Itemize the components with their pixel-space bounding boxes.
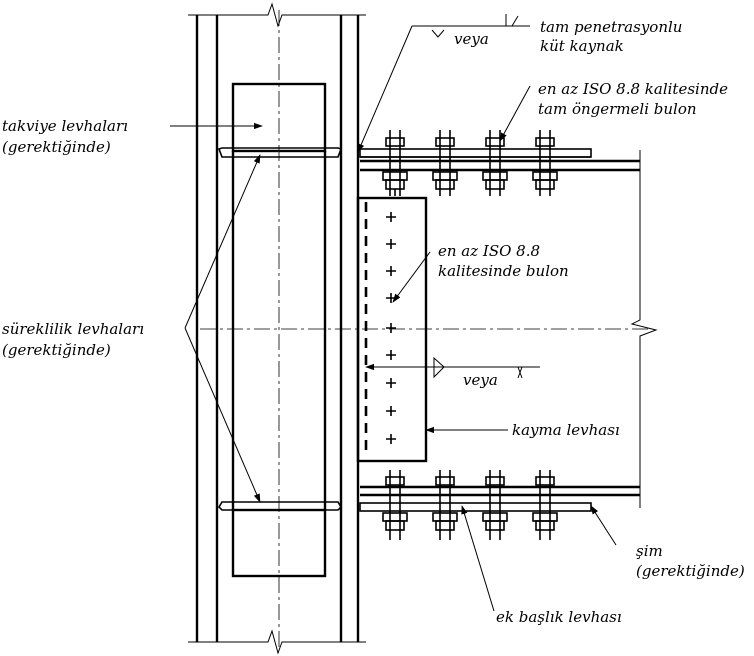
column — [188, 2, 366, 655]
web-bolts — [386, 212, 396, 444]
leader-shim — [590, 505, 617, 546]
label-flange-splice-plate: ek başlık levhası — [496, 608, 622, 626]
continuity-plates — [217, 147, 343, 511]
stiffener-plates — [231, 82, 327, 578]
shear-plate-drawing — [356, 196, 428, 463]
leader-continuity — [184, 154, 261, 503]
top-flange-bolts — [382, 130, 558, 196]
weld-symbol-top — [357, 14, 530, 153]
beam — [200, 150, 658, 508]
bottom-flange-plate — [359, 502, 592, 512]
leader-flange-splice — [461, 505, 495, 612]
label-weld-or-mid: veya — [463, 371, 498, 389]
top-flange-plate — [359, 148, 592, 158]
bottom-flange-bolts — [382, 470, 558, 540]
weld-symbol-mid — [365, 356, 540, 379]
label-web-bolt: en az ISO 8.8 kalitesinde bulon — [438, 242, 569, 280]
label-stiffener: takviye levhaları (gerektiğinde) — [2, 117, 133, 156]
label-continuity: süreklilik levhaları (gerektiğinde) — [2, 320, 149, 359]
label-full-penetration-weld: tam penetrasyonlu küt kaynak — [540, 18, 687, 55]
label-pretensioned-bolt: en az ISO 8.8 kalitesinde tam öngermeli … — [538, 80, 733, 118]
leader-web-bolt — [392, 251, 431, 303]
leader-pretensioned-bolt — [499, 85, 531, 142]
label-shim: şim (gerektiğinde) — [636, 542, 745, 580]
label-weld-or-top: veya — [454, 30, 489, 48]
label-shear-plate: kayma levhası — [512, 421, 620, 439]
